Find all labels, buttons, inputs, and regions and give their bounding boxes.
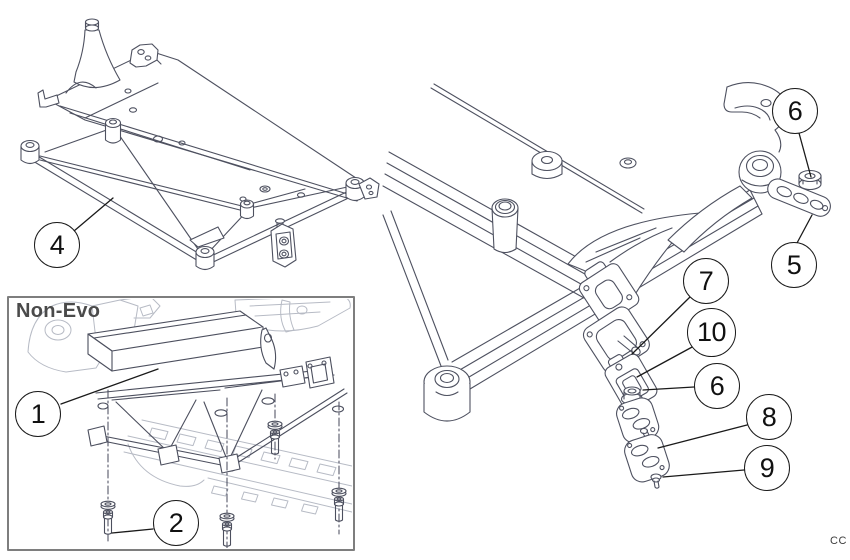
callout-6-lower: 6 [694,363,740,409]
callout-leader-lines [60,132,813,534]
callout-9-number: 9 [759,452,775,483]
callout-4-number: 4 [49,229,65,260]
callout-1-number: 1 [30,398,46,429]
non-evo-inset-border [7,296,355,551]
callout-5-number: 5 [786,249,802,280]
subframe-assembly-art [20,18,380,271]
callout-6-top: 6 [772,88,818,134]
non-evo-inset-art [27,299,352,548]
mount-bolts-art [100,420,347,547]
callout-6-top-number: 6 [787,95,803,126]
callout-2-number: 2 [168,507,184,538]
callout-7-number: 7 [698,265,714,296]
callout-10-number: 10 [696,317,727,347]
callout-6-lower-number: 6 [709,370,725,401]
page-code: CC [830,535,847,547]
callout-2: 2 [153,500,199,546]
callout-5: 5 [771,242,817,288]
inset-title: Non-Evo [16,300,101,322]
callout-4: 4 [34,222,80,268]
callout-7: 7 [683,258,729,304]
callout-9: 9 [744,445,790,491]
callout-1: 1 [15,391,61,437]
callout-10: 10 [687,308,736,357]
callout-8: 8 [746,394,792,440]
hitch-assembly-art [87,310,348,474]
callout-8-number: 8 [761,401,777,432]
frame-assembly-art [382,81,831,489]
